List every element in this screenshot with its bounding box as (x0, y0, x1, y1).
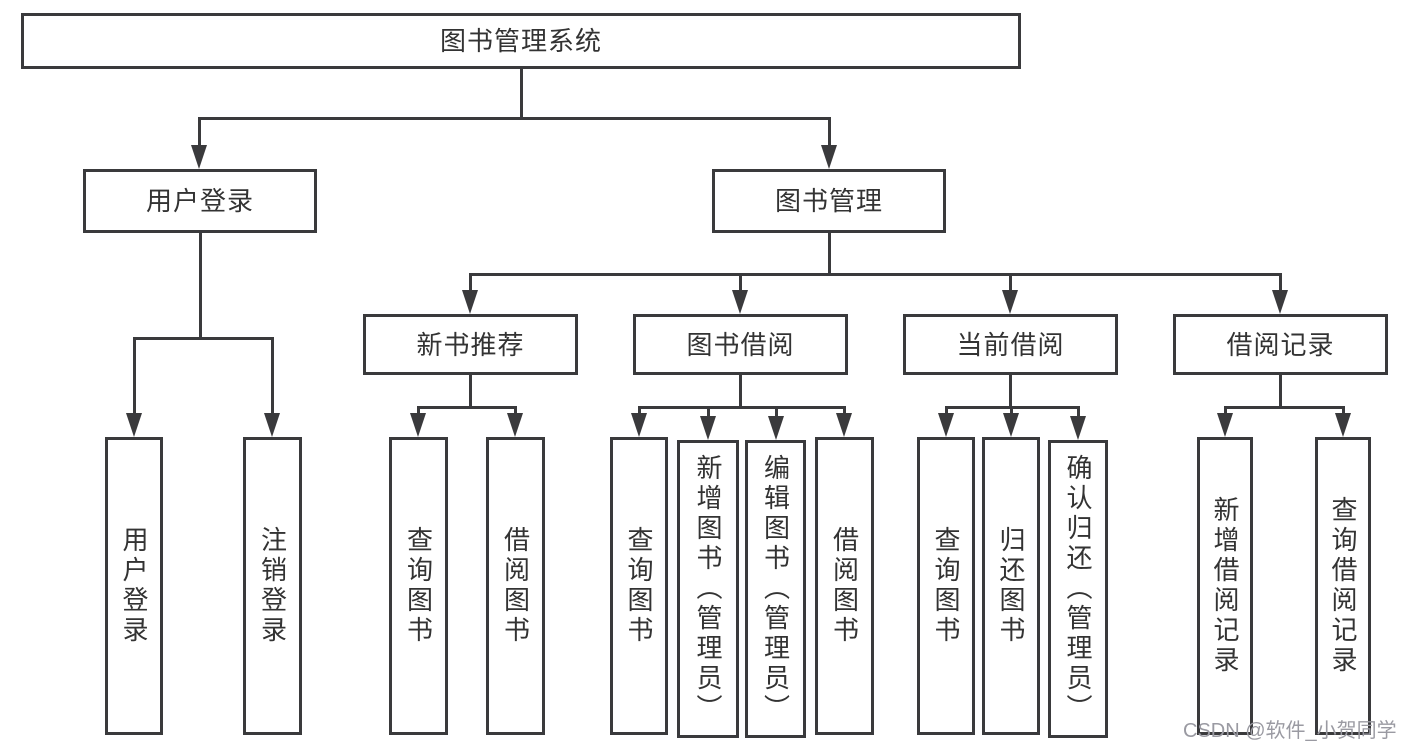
connector-drop-book-management (828, 117, 831, 145)
arrowhead-down-icon (1070, 416, 1086, 440)
node-book-borrowing: 图书借阅 (633, 314, 848, 375)
leaf-borrow-books: 借阅图书 (486, 437, 545, 735)
node-label: 图书管理 (774, 186, 883, 216)
leaf-label: 用户登录 (119, 526, 149, 646)
leaf-label: 借阅图书 (500, 526, 531, 646)
connector-current-borrowing-stem (1009, 373, 1012, 406)
leaf-add-book-admin: 新增图书（管理员） (677, 440, 739, 738)
leaf-label: 查询借阅记录 (1328, 496, 1358, 676)
arrowhead-down-icon (1217, 413, 1233, 437)
connector-drop-user-login (198, 117, 201, 145)
connector-borrowing-records-stem (1279, 373, 1282, 406)
leaf-label: 查询图书 (624, 526, 654, 646)
connector-book-management-stem (828, 232, 831, 273)
leaf-confirm-return-admin: 确认归还（管理员） (1048, 440, 1108, 738)
arrowhead-down-icon (938, 413, 954, 437)
arrowhead-down-icon (732, 290, 748, 314)
connector-drop-leaf (638, 406, 641, 413)
arrowhead-down-icon (191, 145, 207, 169)
node-user-login: 用户登录 (83, 169, 317, 233)
connector-new-book-branch (417, 406, 517, 409)
leaf-label: 编辑图书（管理员） (760, 454, 791, 724)
connector-new-book-stem (469, 373, 472, 406)
connector-drop-current-borrowing (1009, 273, 1012, 290)
connector-drop-leaf (514, 406, 517, 413)
connector-drop-leaf (843, 406, 846, 413)
leaf-query-books: 查询图书 (389, 437, 448, 735)
connector-drop-leaf (417, 406, 420, 413)
leaf-label: 新增借阅记录 (1210, 496, 1240, 676)
leaf-logout: 注销登录 (243, 437, 302, 735)
leaf-label: 确认归还（管理员） (1063, 454, 1093, 724)
node-label: 当前借阅 (956, 329, 1065, 360)
connector-drop-leaf (1342, 406, 1345, 413)
arrowhead-down-icon (410, 413, 426, 437)
connector-book-management-branch (469, 273, 1282, 276)
arrowhead-down-icon (768, 416, 784, 440)
node-new-book-recommendation: 新书推荐 (363, 314, 578, 375)
connector-drop-leaf (945, 406, 948, 413)
node-label: 图书借阅 (686, 329, 795, 360)
leaf-label: 归还图书 (996, 526, 1026, 646)
arrowhead-down-icon (1272, 290, 1288, 314)
leaf-label: 新增图书（管理员） (693, 454, 723, 724)
leaf-user-login: 用户登录 (105, 437, 163, 735)
node-label: 用户登录 (145, 186, 254, 216)
connector-book-borrowing-stem (739, 373, 742, 406)
arrowhead-down-icon (507, 413, 523, 437)
node-current-borrowing: 当前借阅 (903, 314, 1118, 375)
leaf-borrow-books: 借阅图书 (815, 437, 874, 735)
arrowhead-down-icon (700, 416, 716, 440)
connector-drop-leaf (1077, 406, 1080, 416)
node-borrowing-records: 借阅记录 (1173, 314, 1388, 375)
connector-root-branch (198, 117, 831, 120)
node-root: 图书管理系统 (21, 13, 1021, 69)
arrowhead-down-icon (821, 145, 837, 169)
leaf-label: 查询图书 (403, 526, 434, 646)
leaf-query-books: 查询图书 (610, 437, 668, 735)
arrowhead-down-icon (836, 413, 852, 437)
connector-drop-new-book-recommendation (469, 273, 472, 290)
leaf-add-borrow-record: 新增借阅记录 (1197, 437, 1253, 735)
connector-drop-leaf (271, 337, 274, 413)
connector-user-login-stem (199, 232, 202, 337)
arrowhead-down-icon (1335, 413, 1351, 437)
leaf-query-books: 查询图书 (917, 437, 975, 735)
leaf-label: 注销登录 (257, 526, 288, 646)
arrowhead-down-icon (1002, 290, 1018, 314)
arrowhead-down-icon (126, 413, 142, 437)
connector-user-login-branch (133, 337, 274, 340)
connector-drop-leaf (775, 406, 778, 416)
leaf-label: 借阅图书 (829, 526, 860, 646)
node-label: 新书推荐 (416, 329, 525, 360)
node-label: 借阅记录 (1226, 329, 1335, 360)
node-root-label: 图书管理系统 (439, 26, 602, 56)
connector-drop-borrowing-records (1279, 273, 1282, 290)
arrowhead-down-icon (1003, 413, 1019, 437)
connector-drop-leaf (133, 337, 136, 413)
arrowhead-down-icon (462, 290, 478, 314)
connector-drop-book-borrowing (739, 273, 742, 290)
node-book-management: 图书管理 (712, 169, 946, 233)
leaf-query-borrow-record: 查询借阅记录 (1315, 437, 1371, 735)
arrowhead-down-icon (631, 413, 647, 437)
leaf-label: 查询图书 (931, 526, 961, 646)
connector-borrowing-records-branch (1224, 406, 1345, 409)
connector-drop-leaf (1010, 406, 1013, 413)
connector-book-borrowing-branch (638, 406, 846, 409)
connector-drop-leaf (707, 406, 710, 416)
arrowhead-down-icon (264, 413, 280, 437)
leaf-return-book: 归还图书 (982, 437, 1040, 735)
csdn-watermark: CSDN @软件_小贺同学 (1183, 720, 1397, 742)
connector-drop-leaf (1224, 406, 1227, 413)
connector-root-stem (520, 69, 523, 117)
leaf-edit-book-admin: 编辑图书（管理员） (745, 440, 806, 738)
